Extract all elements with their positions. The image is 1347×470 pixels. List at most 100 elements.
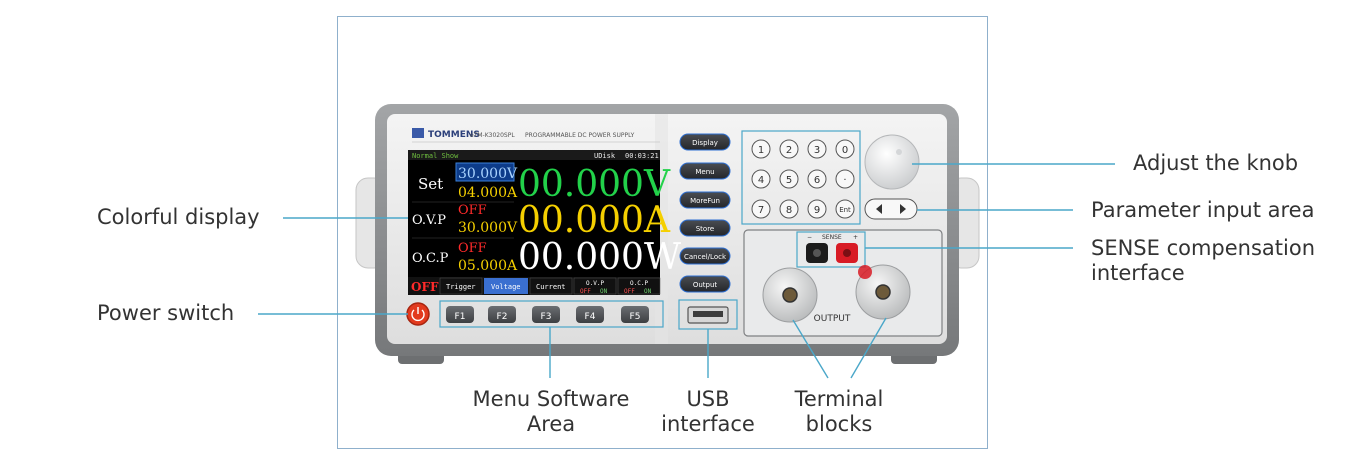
morefun-button-label: MoreFun	[690, 197, 720, 205]
key-dot-label: ·	[843, 175, 846, 186]
set-label: Set	[418, 175, 443, 193]
key-3[interactable]	[807, 139, 827, 159]
set-voltage: 30.000V	[458, 166, 518, 182]
key-0-label: 0	[842, 145, 848, 156]
cancel-lock-button[interactable]	[679, 247, 731, 265]
ocp-state: OFF	[458, 241, 487, 256]
tab-ocp-off: OFF	[624, 288, 635, 295]
key-1-label: 1	[758, 145, 764, 156]
key-0[interactable]	[835, 139, 855, 159]
callout-terminal-line2: blocks	[805, 412, 873, 436]
function-keys: F1 F2 F3 F4 F5	[446, 306, 649, 323]
f5-button[interactable]	[621, 306, 649, 323]
sense-minus: −	[807, 234, 812, 241]
tab-voltage: Voltage	[491, 283, 521, 291]
f2-label: F2	[497, 312, 508, 322]
callout-sense-line1: SENSE compensation	[1091, 236, 1316, 260]
arrow-keys[interactable]	[864, 198, 918, 220]
callout-power-switch: Power switch	[97, 301, 235, 325]
morefun-button[interactable]	[679, 191, 731, 209]
output-power: 00.000W	[518, 237, 681, 278]
storage-indicator: UDisk	[594, 152, 616, 160]
key-ent[interactable]	[835, 199, 855, 219]
f3-button[interactable]	[532, 306, 560, 323]
output-current: 00.000A	[518, 200, 671, 241]
ovp-value: 30.000V	[458, 220, 518, 236]
callout-menu-software-line1: Menu Software	[472, 387, 630, 411]
store-button[interactable]	[679, 219, 731, 237]
f1-button[interactable]	[446, 306, 474, 323]
key-9[interactable]	[807, 199, 827, 219]
sense-label: SENSE	[822, 234, 842, 241]
f1-label: F1	[455, 312, 466, 322]
callout-menu-software-line2: Area	[526, 412, 576, 436]
sense-plus: +	[853, 234, 858, 241]
ocp-value: 05.000A	[458, 258, 518, 274]
key-9-label: 9	[814, 205, 820, 216]
key-8-label: 8	[786, 205, 792, 216]
adjust-knob[interactable]	[864, 134, 920, 190]
key-ent-label: Ent	[839, 206, 851, 214]
f2-button[interactable]	[488, 306, 516, 323]
device-description: PROGRAMMABLE DC POWER SUPPLY	[525, 132, 635, 139]
callout-terminal-blocks: Terminal blocks	[779, 387, 899, 437]
set-current: 04.000A	[458, 185, 518, 201]
model-name: eTM-K3020SPL	[470, 132, 515, 139]
key-8[interactable]	[779, 199, 799, 219]
callout-terminal-line1: Terminal	[794, 387, 884, 411]
callout-sense: SENSE compensation interface	[1091, 236, 1315, 286]
leader-terminal-right	[850, 317, 887, 379]
f4-button[interactable]	[576, 306, 604, 323]
output-button[interactable]	[679, 275, 731, 293]
leader-terminal-left	[792, 319, 829, 379]
clock: 00:03:21	[625, 152, 659, 160]
output-state: OFF	[411, 280, 439, 294]
output-voltage: 00.000V	[518, 164, 671, 205]
key-3-label: 3	[814, 145, 820, 156]
store-button-label: Store	[696, 225, 715, 233]
parameter-input-area-outline	[741, 130, 861, 225]
key-4[interactable]	[751, 169, 771, 189]
tab-trigger: Trigger	[446, 283, 476, 291]
callout-parameter-input: Parameter input area	[1091, 198, 1315, 222]
f3-label: F3	[541, 312, 552, 322]
ovp-state: OFF	[458, 203, 487, 218]
key-7[interactable]	[751, 199, 771, 219]
left-arrow-icon	[876, 204, 882, 214]
tab-current: Current	[536, 283, 566, 291]
tab-ocp-on: ON	[644, 288, 652, 295]
callout-adjust-knob: Adjust the knob	[1133, 151, 1299, 175]
display-button[interactable]	[679, 133, 731, 151]
right-arrow-icon	[900, 204, 906, 214]
f4-label: F4	[585, 312, 596, 322]
tab-ovp-on: ON	[600, 288, 608, 295]
callout-usb-line2: interface	[661, 412, 755, 436]
key-6[interactable]	[807, 169, 827, 189]
ocp-label: O.C.P	[412, 251, 449, 266]
key-dot[interactable]	[835, 169, 855, 189]
figure-frame	[337, 16, 988, 449]
key-6-label: 6	[814, 175, 820, 186]
callout-usb-line1: USB	[686, 387, 730, 411]
callout-sense-line2: interface	[1091, 261, 1185, 285]
key-5-label: 5	[786, 175, 792, 186]
set-voltage-box	[455, 162, 515, 182]
output-button-label: Output	[693, 281, 718, 289]
key-2-label: 2	[786, 145, 792, 156]
menu-button-label: Menu	[695, 168, 714, 176]
key-4-label: 4	[758, 175, 764, 186]
callout-colorful-display: Colorful display	[97, 205, 260, 229]
f5-label: F5	[630, 312, 641, 322]
key-5[interactable]	[779, 169, 799, 189]
brand-name: TOMMENS	[428, 130, 480, 140]
display-button-label: Display	[692, 139, 718, 147]
side-buttons: Display Menu MoreFun Store Cancel/Lock O…	[679, 133, 731, 293]
output-label: OUTPUT	[814, 314, 851, 324]
key-2[interactable]	[779, 139, 799, 159]
sense-area-outline	[796, 231, 866, 268]
display-mode: Normal Show	[412, 152, 459, 160]
key-7-label: 7	[758, 205, 764, 216]
tab-ocp: O.C.P	[630, 280, 648, 287]
menu-button[interactable]	[679, 162, 731, 180]
key-1[interactable]	[751, 139, 771, 159]
